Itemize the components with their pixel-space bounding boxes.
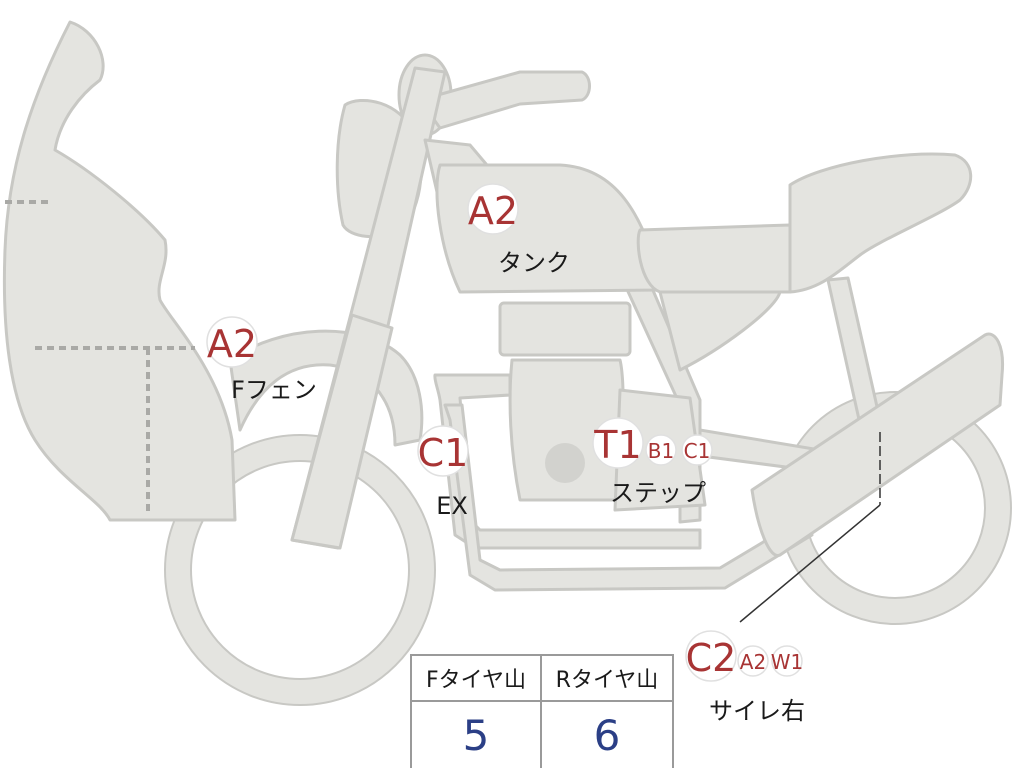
marker-silencer-right: C2 A2 W1 サイレ右 (685, 630, 805, 725)
front-tire-tread-header: Fタイヤ山 (412, 656, 542, 702)
tire-tread-table: Fタイヤ山 Rタイヤ山 5 6 (410, 654, 674, 768)
code-badge: C1 (418, 431, 469, 475)
code-badge: A2 (468, 189, 518, 233)
code-badge: A2 (207, 322, 257, 366)
motorcycle-silhouette (2, 20, 1012, 706)
front-wheel (164, 434, 436, 706)
fork-upper-tube (290, 313, 394, 550)
part-label-silencer-right: サイレ右 (709, 697, 805, 725)
marker-tank: A2 タンク (467, 183, 570, 277)
part-label-front-fender: Fフェン (231, 376, 317, 404)
code-badge: C1 (684, 439, 711, 463)
part-label-step: ステップ (610, 479, 706, 507)
rear-tire-tread-header: Rタイヤ山 (542, 656, 672, 702)
rear-shock (826, 276, 882, 426)
tail-cowl (788, 152, 973, 294)
handlebar (418, 70, 591, 130)
front-tire-tread-value: 5 (412, 702, 542, 768)
code-badge: C2 (686, 636, 737, 680)
marker-exhaust: C1 EX (417, 425, 469, 520)
fairing (2, 20, 237, 522)
marker-step: T1 B1 C1 ステップ (592, 417, 713, 507)
fairing-panel-lines (5, 200, 195, 515)
code-badge: B1 (648, 439, 674, 463)
rear-tire-tread-value: 6 (593, 710, 621, 760)
silencer-leader-line (739, 432, 881, 623)
code-badge: T1 (593, 423, 641, 467)
marker-front-fender: A2 Fフェン (206, 316, 317, 404)
code-badge: W1 (771, 650, 804, 674)
side-cover (658, 290, 782, 372)
silencer (750, 332, 1005, 557)
seat (636, 223, 807, 294)
part-label-tank: タンク (498, 249, 570, 277)
code-badge: A2 (740, 650, 766, 674)
part-label-exhaust: EX (436, 492, 468, 520)
